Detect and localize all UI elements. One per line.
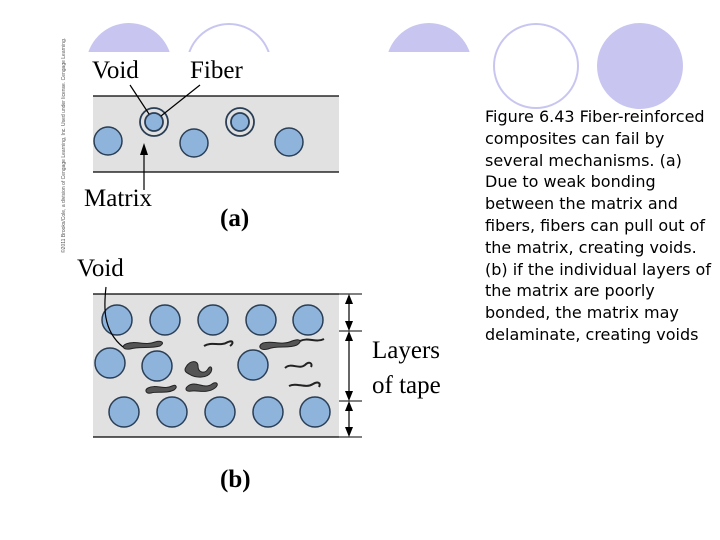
panel-b-void-label: Void	[77, 255, 124, 282]
panel-b-fiber	[108, 396, 140, 428]
panel-b-caption-label: (b)	[220, 466, 251, 493]
void-leader-line	[129, 84, 150, 115]
panel-a-pulled-fiber	[230, 112, 250, 132]
panel-a-void-label: Void	[92, 57, 139, 84]
arrow-head	[345, 401, 353, 411]
panel-b-fiber	[252, 396, 284, 428]
panel-b-fiber	[141, 350, 173, 382]
panel-a-fiber-label: Fiber	[190, 57, 243, 84]
panel-a-fiber	[93, 126, 123, 156]
panel-a-fiber	[179, 128, 209, 158]
delamination-void	[145, 384, 177, 394]
delamination-void	[184, 361, 213, 378]
decor-circle-5	[597, 23, 683, 109]
delamination-void	[299, 338, 325, 342]
panel-a-matrix-band	[93, 96, 339, 172]
panel-a-fiber	[274, 127, 304, 157]
figure-caption: Figure 6.43 Fiber-reinforced composites …	[485, 107, 711, 344]
panel-b-fiber	[204, 396, 236, 428]
arrow-head	[345, 391, 353, 401]
delamination-void	[259, 339, 301, 350]
delamination-void	[288, 381, 321, 388]
panel-b-fiber	[237, 349, 269, 381]
panel-a-pulled-fiber	[144, 112, 164, 132]
panel-a-matrix-label: Matrix	[84, 185, 153, 212]
matrix-arrow-head	[140, 143, 148, 155]
arrow-head	[345, 321, 353, 331]
delamination-void	[203, 340, 234, 347]
delamination-void	[284, 361, 313, 369]
arrow-head	[345, 294, 353, 304]
panel-b-fiber	[149, 304, 181, 336]
panel-a-caption-label: (a)	[220, 205, 249, 232]
delamination-void	[185, 382, 218, 392]
panel-b-fiber	[197, 304, 229, 336]
layers-label-line-1: Layers	[372, 337, 440, 364]
panel-b-fiber	[245, 304, 277, 336]
panel-b-fiber	[156, 396, 188, 428]
delamination-void	[122, 340, 163, 350]
panel-b-fiber	[101, 304, 133, 336]
panel-b-fiber	[94, 347, 126, 379]
layers-label-line-2: of tape	[372, 372, 441, 399]
decor-circle-4	[493, 23, 579, 109]
panel-b-fiber	[292, 304, 324, 336]
panel-b-fiber	[299, 396, 331, 428]
arrow-head	[345, 331, 353, 341]
fiber-leader-line	[160, 84, 201, 117]
panel-b-void-leader-line	[104, 286, 124, 348]
copyright-notice: ©2011 Brooks/Cole, a division of Cengage…	[61, 37, 67, 253]
arrow-head	[345, 427, 353, 437]
